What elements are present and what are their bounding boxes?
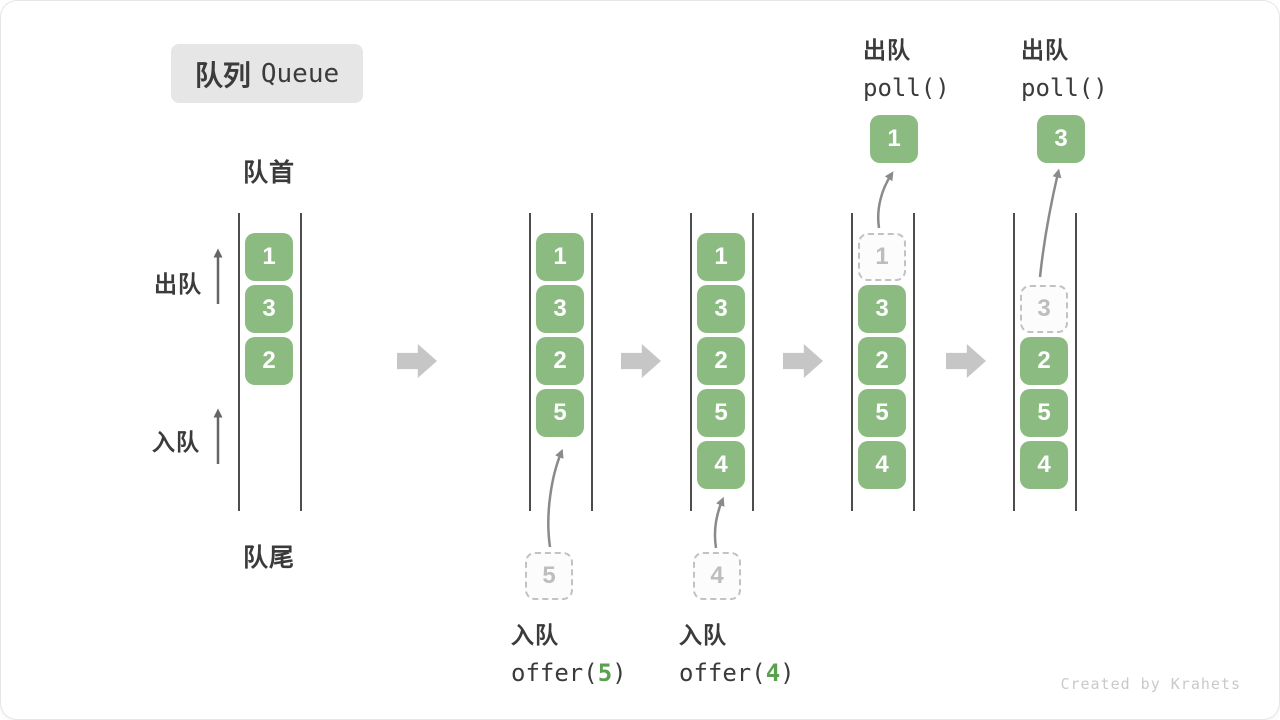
enqueue-pending-box: 5 [525,552,573,600]
offer-label-chinese: 入队 [511,622,559,648]
dequeued-item-box: 3 [1037,115,1085,163]
queue-wall [300,213,302,511]
queue-item: 3 [697,285,745,333]
enqueue-direction-label: 入队 [152,429,200,455]
queue-item: 4 [697,441,745,489]
queue-wall [238,213,240,511]
code-text: ) [780,659,795,687]
queue-item: 2 [536,337,584,385]
poll-label-code: poll() [1021,74,1108,102]
next-state-arrow-icon [397,344,437,378]
title-chinese: 队列 [194,59,251,91]
offer-label-chinese: 入队 [679,622,727,648]
queue-item: 1 [245,233,293,281]
title-english: Queue [260,58,340,89]
queue-rear-label: 队尾 [242,544,295,572]
next-state-arrow-icon [783,344,823,378]
enqueue-path-arrow-icon [547,448,564,548]
dequeue-direction-label: 出队 [154,271,202,297]
code-argument: 5 [597,659,613,687]
queue-item: 5 [697,389,745,437]
queue-item: 3 [245,285,293,333]
offer-label-code: offer(4) [679,659,795,687]
enqueue-path-arrow-icon [713,496,725,549]
code-text: offer( [679,659,766,687]
queue-item: 5 [536,389,584,437]
queue-item: 4 [1020,441,1068,489]
queue-front-label: 队首 [242,159,295,187]
queue-wall [1075,213,1077,511]
queue-item: 2 [697,337,745,385]
queue-item: 2 [1020,337,1068,385]
watermark: Created by Krahets [1060,675,1241,693]
queue-item: 4 [858,441,906,489]
enqueue-pending-box: 4 [693,552,741,600]
offer-operation-label: 入队 offer(5) [511,616,627,687]
dequeued-item-box: 1 [870,115,918,163]
dequeue-path-arrow-icon [877,171,894,229]
poll-label-code: poll() [863,74,950,102]
queue-item: 5 [1020,389,1068,437]
poll-operation-label: 出队 poll() [1021,31,1108,102]
offer-operation-label: 入队 offer(4) [679,616,795,687]
queue-wall [752,213,754,511]
poll-operation-label: 出队 poll() [863,31,950,102]
queue-item: 2 [245,337,293,385]
offer-label-code: offer(5) [511,659,627,687]
code-text: ) [612,659,627,687]
poll-label-chinese: 出队 [863,37,911,63]
poll-label-chinese: 出队 [1021,37,1069,63]
title-box: 队列 Queue [171,44,363,103]
queue-wall [913,213,915,511]
queue-item: 3 [536,285,584,333]
queue-item: 5 [858,389,906,437]
dequeue-path-arrow-icon [1038,168,1062,278]
queue-wall [529,213,531,511]
queue-item: 3 [858,285,906,333]
queue-wall [591,213,593,511]
queue-item-removed-ghost: 3 [1020,285,1068,333]
queue-item-removed-ghost: 1 [858,233,906,281]
code-text: offer( [511,659,598,687]
next-state-arrow-icon [621,344,661,378]
queue-item: 1 [536,233,584,281]
queue-wall [1013,213,1015,511]
queue-wall [690,213,692,511]
queue-item: 2 [858,337,906,385]
queue-wall [851,213,853,511]
next-state-arrow-icon [946,344,986,378]
queue-item: 1 [697,233,745,281]
code-argument: 4 [765,659,781,687]
